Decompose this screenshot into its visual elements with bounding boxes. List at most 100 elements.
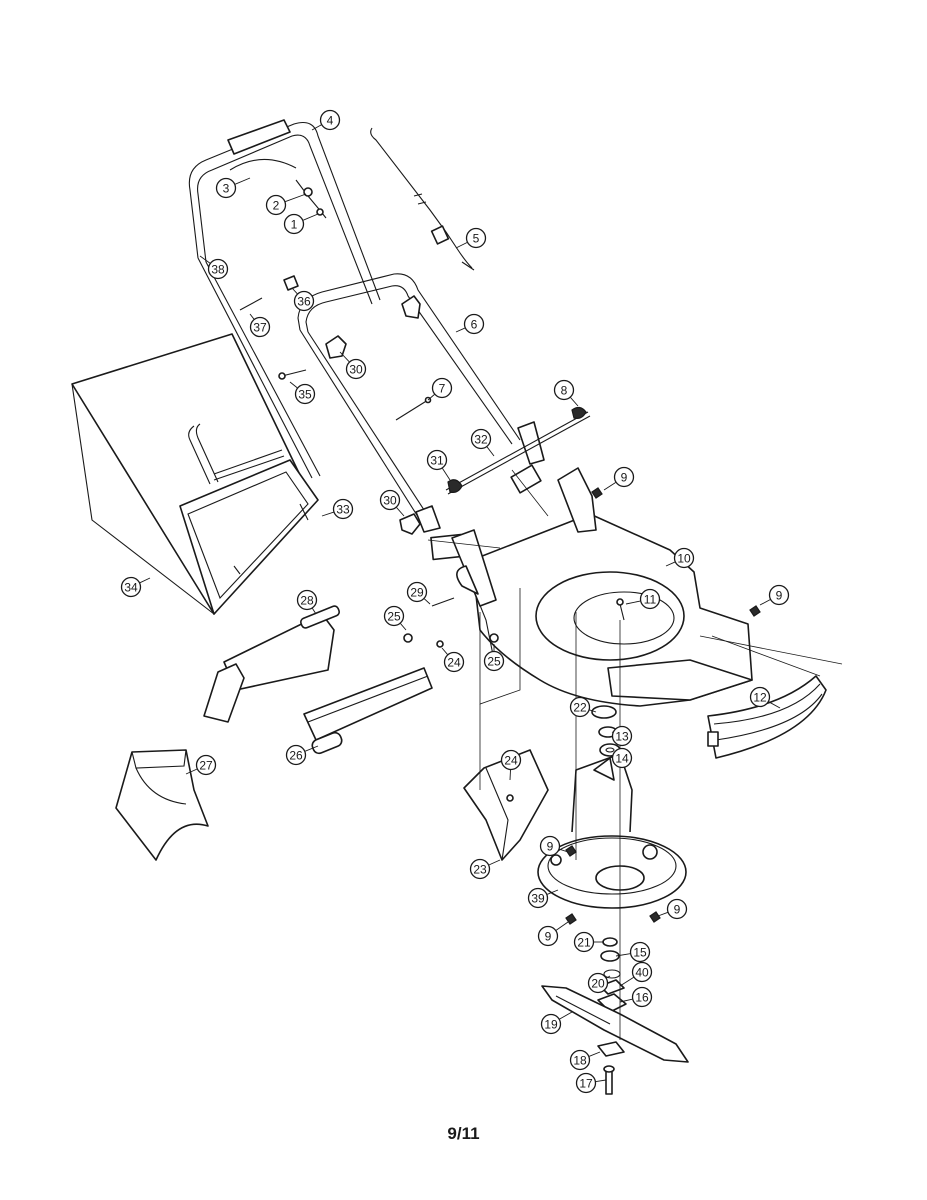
leader-line — [509, 769, 511, 781]
callout-circle — [332, 498, 354, 520]
callout-circle — [249, 316, 271, 338]
callout-label: 14 — [615, 752, 629, 766]
callout-c33: 33 — [321, 498, 354, 520]
callout-c39: 39 — [527, 887, 559, 909]
blade-housing — [463, 749, 687, 909]
callout-c4: 4 — [311, 109, 341, 131]
callout-c40: 40 — [619, 961, 653, 987]
callout-c14: 14 — [611, 747, 633, 769]
leader-line — [455, 242, 468, 249]
hinge-cover — [303, 667, 433, 755]
callout-c9b: 9 — [759, 584, 790, 606]
leader-line — [625, 600, 641, 605]
callout-label: 3 — [223, 182, 230, 196]
callout-label: 31 — [430, 454, 444, 468]
callout-c34: 34 — [120, 576, 151, 598]
callout-circle — [500, 749, 522, 771]
callout-circle — [265, 194, 287, 216]
callout-c18: 18 — [569, 1049, 601, 1071]
callout-label: 9 — [547, 840, 554, 854]
control-cable — [370, 127, 475, 271]
callout-circle — [768, 584, 790, 606]
callout-c2: 2 — [265, 193, 307, 216]
callout-c19: 19 — [540, 1011, 573, 1035]
callout-label: 11 — [644, 593, 657, 607]
callout-c9d: 9 — [537, 921, 569, 947]
callout-circle — [443, 651, 465, 673]
leader-line — [589, 1051, 601, 1057]
callout-c36: 36 — [291, 287, 315, 312]
callout-label: 10 — [677, 552, 691, 566]
leader-line — [424, 598, 431, 605]
small-fasteners — [403, 487, 761, 925]
leader-line — [441, 647, 448, 655]
callout-c1: 1 — [283, 213, 319, 235]
callout-circle — [666, 898, 688, 920]
callout-label: 37 — [253, 321, 267, 335]
leader-line — [312, 608, 317, 615]
callout-c5: 5 — [455, 227, 487, 249]
callout-c35: 35 — [289, 381, 316, 405]
callout-circle — [483, 650, 505, 672]
callout-label: 4 — [327, 114, 334, 128]
callout-circle — [406, 581, 428, 603]
leader-line — [396, 507, 405, 517]
callout-circle — [294, 383, 316, 405]
callout-label: 28 — [300, 594, 314, 608]
callout-c38: 38 — [199, 255, 229, 280]
callout-label: 13 — [615, 730, 629, 744]
callout-circle — [283, 213, 305, 235]
callout-circle — [426, 449, 448, 471]
leader-line — [615, 953, 631, 957]
callout-circle — [587, 972, 609, 994]
callout-c30a: 30 — [339, 351, 367, 380]
leader-line — [442, 468, 451, 481]
leader-line — [303, 213, 319, 221]
leader-line — [321, 511, 334, 517]
callout-label: 32 — [474, 433, 488, 447]
callout-label: 2 — [273, 199, 280, 213]
leader-line — [455, 327, 466, 333]
callout-circle — [296, 589, 318, 611]
callout-label: 25 — [387, 610, 401, 624]
callout-circle — [611, 747, 633, 769]
callout-label: 15 — [633, 946, 647, 960]
leader-line — [559, 1011, 573, 1020]
leader-line — [339, 351, 350, 363]
callout-label: 27 — [199, 759, 213, 773]
callout-label: 35 — [298, 388, 312, 402]
callout-label: 24 — [504, 754, 518, 768]
callout-c37: 37 — [249, 313, 271, 338]
leader-line — [199, 255, 211, 264]
callout-label: 21 — [577, 936, 591, 950]
callout-c32: 32 — [470, 428, 495, 457]
lower-handle — [297, 273, 545, 533]
callout-label: 39 — [531, 892, 545, 906]
leader-line — [768, 701, 781, 709]
leader-line — [311, 124, 322, 131]
callout-c28: 28 — [296, 589, 318, 615]
callout-label: 23 — [473, 863, 487, 877]
callout-c3: 3 — [215, 177, 251, 199]
leader-line — [555, 921, 569, 931]
callout-circle — [120, 576, 142, 598]
callout-circle — [319, 109, 341, 131]
callout-c12: 12 — [749, 686, 781, 709]
callout-c21: 21 — [573, 931, 604, 953]
callout-circle — [631, 961, 653, 983]
callout-label: 36 — [297, 295, 311, 309]
leader-line — [570, 397, 579, 407]
leader-line — [486, 446, 495, 457]
page-number: 9/11 — [447, 1124, 480, 1143]
leader-line — [589, 709, 597, 713]
callout-c8: 8 — [553, 379, 579, 407]
callout-c20: 20 — [587, 972, 611, 994]
callout-label: 29 — [410, 586, 424, 600]
mulch-plug — [115, 749, 209, 861]
callout-label: 24 — [447, 656, 461, 670]
callout-c27: 27 — [185, 754, 217, 776]
callout-circle — [345, 358, 367, 380]
callout-label: 30 — [383, 494, 397, 508]
